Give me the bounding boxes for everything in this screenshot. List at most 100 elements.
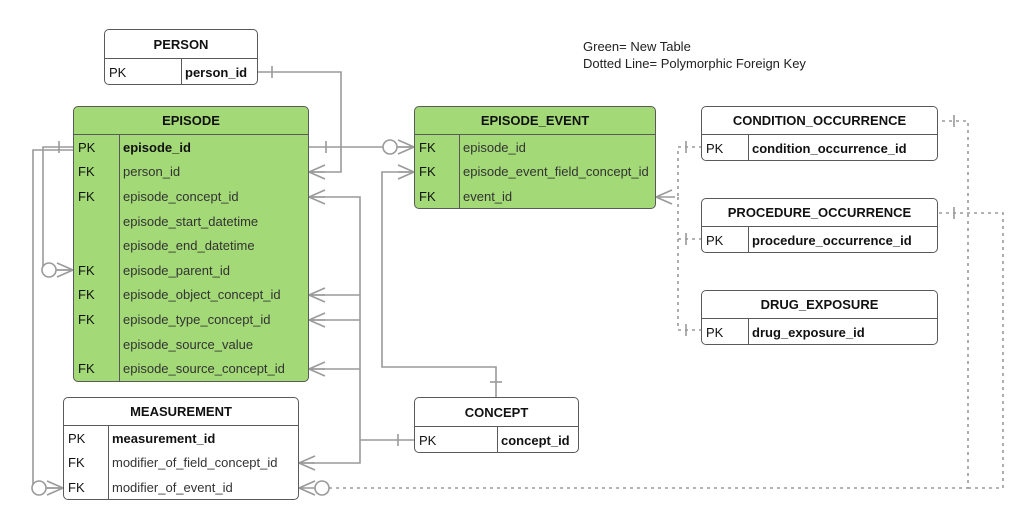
key-label: FK bbox=[78, 164, 95, 180]
link-ee-condition bbox=[672, 146, 701, 198]
table-title: PROCEDURE_OCCURRENCE bbox=[702, 199, 937, 227]
table-title: EPISODE_EVENT bbox=[415, 107, 655, 135]
field-name: drug_exposure_id bbox=[752, 324, 865, 340]
link-meas-procedure bbox=[938, 212, 1004, 489]
table-row: FK episode_source_concept_id bbox=[74, 356, 308, 381]
many-marker bbox=[308, 361, 326, 377]
table-row: FK episode_id bbox=[415, 135, 655, 160]
field-name: episode_type_concept_id bbox=[123, 311, 271, 327]
many-marker bbox=[298, 455, 316, 471]
table-title: PERSON bbox=[105, 30, 257, 59]
key-label: FK bbox=[78, 311, 95, 327]
table-condition-occurrence[interactable]: CONDITION_OCCURRENCE PK condition_occurr… bbox=[701, 106, 938, 161]
many-marker bbox=[298, 480, 316, 496]
table-title: MEASUREMENT bbox=[64, 398, 298, 426]
many-marker bbox=[56, 262, 74, 278]
optional-marker bbox=[41, 262, 57, 278]
key-label: PK bbox=[706, 324, 724, 340]
field-name: person_id bbox=[123, 164, 181, 180]
table-row: PK procedure_occurrence_id bbox=[702, 227, 937, 252]
field-name: procedure_occurrence_id bbox=[752, 232, 912, 248]
field-name: episode_end_datetime bbox=[123, 238, 255, 254]
key-label: FK bbox=[68, 455, 85, 471]
table-row: FK person_id bbox=[74, 160, 308, 185]
many-marker bbox=[308, 287, 326, 303]
field-name: modifier_of_field_concept_id bbox=[112, 455, 278, 471]
table-row: PK drug_exposure_id bbox=[702, 319, 937, 344]
link-measurement-concept bbox=[299, 440, 361, 464]
table-row: episode_source_value bbox=[74, 332, 308, 357]
optional-marker bbox=[382, 139, 398, 155]
many-marker bbox=[46, 480, 64, 496]
table-row: FK episode_type_concept_id bbox=[74, 307, 308, 332]
many-marker bbox=[308, 312, 326, 328]
key-label: FK bbox=[419, 139, 436, 155]
many-marker bbox=[655, 189, 673, 205]
table-row: PK condition_occurrence_id bbox=[702, 135, 937, 160]
field-name: condition_occurrence_id bbox=[752, 140, 907, 156]
link-ee-drug bbox=[677, 239, 701, 331]
field-name: episode_event_field_concept_id bbox=[463, 164, 649, 180]
table-row: FK episode_event_field_concept_id bbox=[415, 160, 655, 185]
field-name: episode_source_concept_id bbox=[123, 361, 285, 377]
table-row: FK modifier_of_field_concept_id bbox=[64, 451, 298, 476]
table-title: EPISODE bbox=[74, 107, 308, 135]
legend-green: Green= New Table bbox=[583, 39, 691, 54]
many-marker bbox=[397, 164, 415, 180]
key-label: FK bbox=[419, 164, 436, 180]
field-name: episode_concept_id bbox=[123, 188, 239, 204]
link-episode-concept bbox=[309, 196, 414, 441]
field-name: modifier_of_event_id bbox=[112, 479, 233, 495]
table-row: episode_start_datetime bbox=[74, 209, 308, 234]
many-marker bbox=[308, 164, 326, 180]
field-name: event_id bbox=[463, 188, 513, 204]
key-label: FK bbox=[78, 361, 95, 377]
field-name: measurement_id bbox=[112, 430, 216, 446]
table-person[interactable]: PERSON PK person_id bbox=[104, 29, 258, 85]
key-label: FK bbox=[68, 479, 85, 495]
key-label: FK bbox=[419, 188, 436, 204]
field-name: episode_parent_id bbox=[123, 262, 230, 278]
table-row: FK episode_parent_id bbox=[74, 258, 308, 283]
table-row: PK person_id bbox=[105, 59, 257, 84]
table-title: DRUG_EXPOSURE bbox=[702, 291, 937, 319]
table-row: PK measurement_id bbox=[64, 426, 298, 451]
table-row: episode_end_datetime bbox=[74, 233, 308, 258]
many-marker bbox=[397, 139, 415, 155]
key-label: PK bbox=[68, 430, 86, 446]
optional-marker bbox=[314, 480, 330, 496]
field-name: person_id bbox=[185, 64, 248, 80]
key-label: PK bbox=[419, 432, 437, 448]
field-name: concept_id bbox=[501, 432, 570, 448]
key-label: FK bbox=[78, 287, 95, 303]
key-label: PK bbox=[78, 139, 96, 155]
table-row: PK concept_id bbox=[415, 427, 578, 452]
many-marker bbox=[308, 189, 326, 205]
legend: Green= New Table Dotted Line= Polymorphi… bbox=[583, 38, 806, 72]
optional-marker bbox=[31, 480, 47, 496]
table-concept[interactable]: CONCEPT PK concept_id bbox=[414, 397, 579, 453]
key-label: PK bbox=[109, 64, 127, 80]
key-label: FK bbox=[78, 262, 95, 278]
key-label: PK bbox=[706, 232, 724, 248]
legend-dotted: Dotted Line= Polymorphic Foreign Key bbox=[583, 56, 806, 71]
table-row: PK episode_id bbox=[74, 135, 308, 160]
field-name: episode_source_value bbox=[123, 336, 254, 352]
field-name: episode_id bbox=[123, 139, 191, 155]
link-ee-procedure bbox=[677, 197, 701, 240]
table-row: FK episode_concept_id bbox=[74, 184, 308, 209]
table-title: CONDITION_OCCURRENCE bbox=[702, 107, 937, 135]
key-label: PK bbox=[706, 140, 724, 156]
field-name: episode_start_datetime bbox=[123, 213, 259, 229]
link-episode-parent bbox=[42, 146, 73, 271]
field-name: episode_id bbox=[463, 139, 526, 155]
table-drug-exposure[interactable]: DRUG_EXPOSURE PK drug_exposure_id bbox=[701, 290, 938, 345]
key-label: FK bbox=[78, 188, 95, 204]
table-title: CONCEPT bbox=[415, 398, 578, 427]
table-row: FK event_id bbox=[415, 184, 655, 208]
table-procedure-occurrence[interactable]: PROCEDURE_OCCURRENCE PK procedure_occurr… bbox=[701, 198, 938, 253]
